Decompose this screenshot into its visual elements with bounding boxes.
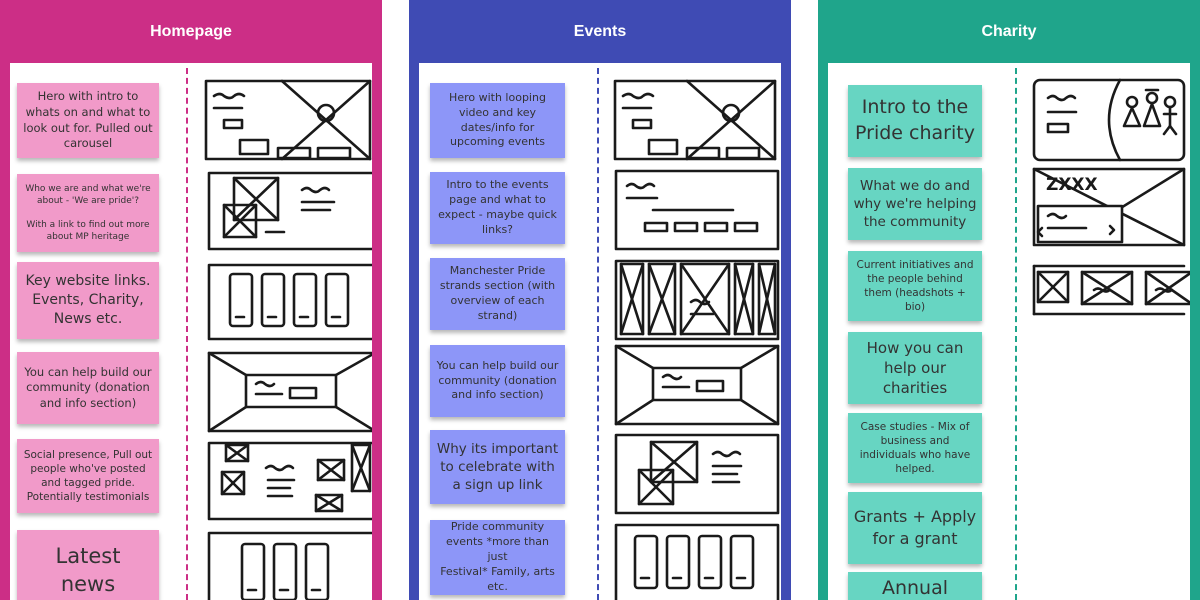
homepage-column: Homepage Hero with intro to whats on and…	[0, 0, 382, 600]
events-note-community-events: Pride community events *more than just F…	[430, 520, 565, 595]
events-header: Events	[419, 0, 781, 63]
events-sketch-community-events	[614, 523, 780, 600]
homepage-sketch-latest-news	[207, 531, 372, 600]
charity-note-intro: Intro to the Pride charity	[848, 85, 982, 157]
homepage-note-key-links: Key website links. Events, Charity, News…	[17, 262, 159, 339]
events-title: Events	[573, 22, 627, 40]
charity-note-initiatives: Current initiatives and the people behin…	[848, 251, 982, 321]
events-divider	[597, 68, 599, 600]
events-sketch-strands	[614, 259, 780, 341]
homepage-title: Homepage	[150, 22, 232, 40]
events-note-hero: Hero with looping video and key dates/in…	[430, 83, 565, 158]
homepage-note-social: Social presence, Pull out people who've …	[17, 439, 159, 513]
events-sketch-why-important	[614, 433, 780, 515]
homepage-sketch-hero	[204, 79, 372, 161]
events-note-why-important: Why its important to celebrate with a si…	[430, 430, 565, 504]
charity-note-how-help: How you can help our charities	[848, 332, 982, 404]
homepage-note-help-build: You can help build our community (donati…	[17, 352, 159, 424]
events-sketch-help-build	[614, 344, 780, 426]
homepage-note-latest-news: Latest news	[17, 530, 159, 600]
homepage-sketch-key-links	[207, 263, 372, 341]
events-sketch-intro	[614, 169, 780, 251]
charity-header: Charity	[828, 0, 1190, 63]
homepage-note-hero: Hero with intro to whats on and what to …	[17, 83, 159, 158]
homepage-sketch-social	[207, 441, 372, 521]
charity-note-what-we-do: What we do and why we're helping the com…	[848, 168, 982, 240]
charity-note-annual: Annual	[848, 572, 982, 600]
charity-title: Charity	[981, 22, 1037, 40]
charity-divider	[1015, 68, 1017, 600]
charity-column: Charity Intro to the Pride charity What …	[818, 0, 1200, 600]
charity-sketch-initiatives	[1032, 264, 1190, 316]
homepage-sketch-help-build	[207, 351, 372, 433]
charity-sketch-what-we-do: ZXXX	[1032, 167, 1186, 247]
homepage-header: Homepage	[10, 0, 372, 63]
homepage-divider	[186, 68, 188, 600]
charity-sketch-initials: ZXXX	[1046, 175, 1098, 195]
events-note-help-build: You can help build our community (donati…	[430, 345, 565, 417]
events-column: Events Hero with looping video and key d…	[409, 0, 791, 600]
charity-note-case-studies: Case studies - Mix of business and indiv…	[848, 413, 982, 483]
events-note-strands: Manchester Pride strands section (with o…	[430, 258, 565, 330]
homepage-sketch-who-we-are	[207, 171, 372, 251]
homepage-note-who-we-are: Who we are and what we're about - 'We ar…	[17, 174, 159, 252]
events-note-intro: Intro to the events page and what to exp…	[430, 172, 565, 244]
events-sketch-hero	[613, 79, 777, 161]
charity-note-grants: Grants + Apply for a grant	[848, 492, 982, 564]
charity-sketch-intro	[1032, 78, 1186, 162]
